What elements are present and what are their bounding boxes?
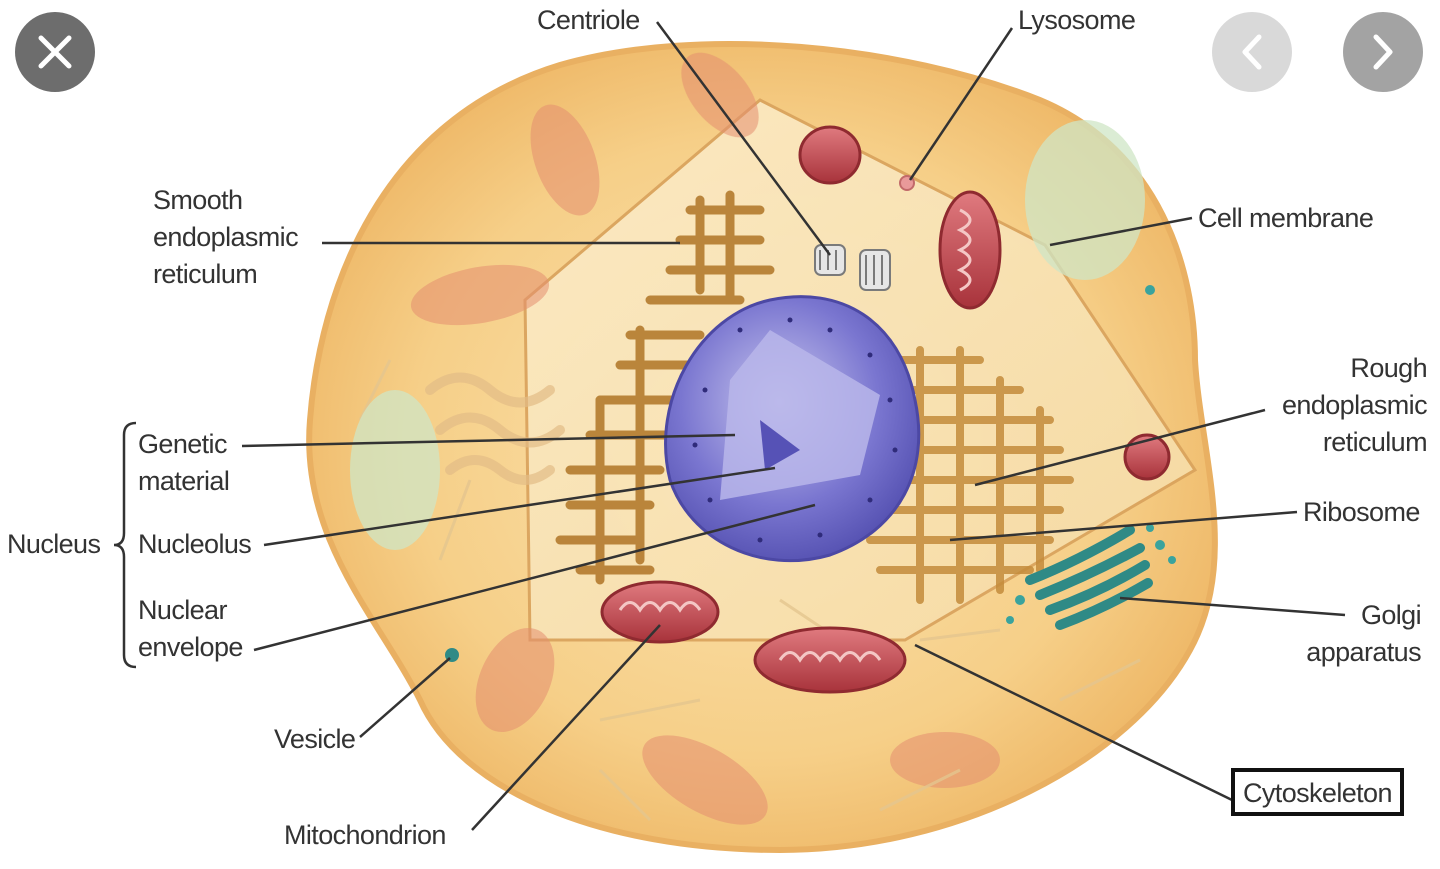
leader-vesicle (359, 657, 451, 738)
label-genetic-material-line-2: material (138, 466, 230, 496)
label-rough-er-line-2: endoplasmic (1282, 390, 1428, 420)
mitochondria-foreground (600, 125, 1171, 694)
label-golgi-line-1: Golgi (1360, 600, 1422, 630)
label-genetic-material-line-1: Genetic (138, 429, 227, 459)
leader-lines (241, 21, 1346, 831)
golgi-vesicles (1006, 285, 1176, 624)
label-smooth-er-line-2: endoplasmic (153, 222, 299, 252)
label-centriole: Centriole (537, 5, 640, 35)
rough-er-right (866, 346, 1074, 604)
label-nuclear-envelope-line-1: Nuclear (138, 595, 227, 625)
centriole-shape (814, 244, 891, 291)
close-button[interactable] (15, 12, 95, 92)
leader-rough-er (974, 408, 1266, 487)
label-nuclear-envelope-line-2: envelope (138, 632, 243, 662)
label-nucleolus: Nucleolus (138, 529, 252, 559)
label-vesicle: Vesicle (274, 724, 356, 754)
nucleus-bracket (113, 421, 137, 669)
background-mitochondria (410, 52, 1000, 825)
label-ribosome: Ribosome (1303, 497, 1420, 527)
label-nuclear-envelope: Nuclear envelope (138, 592, 243, 666)
label-lysosome: Lysosome (1018, 5, 1136, 35)
leader-genetic-material (241, 433, 736, 448)
label-rough-er-line-3: reticulum (1322, 427, 1428, 457)
label-rough-er: Rough endoplasmic reticulum (1282, 350, 1428, 461)
leader-nuclear-envelope (253, 503, 816, 652)
label-genetic-material: Genetic material (138, 426, 230, 500)
label-golgi-line-2: apparatus (1306, 637, 1421, 667)
leader-cytoskeleton (914, 643, 1233, 802)
leader-cell-membrane (1049, 216, 1193, 247)
next-button[interactable] (1343, 12, 1423, 92)
leader-lysosome (908, 27, 1014, 181)
chevron-left-icon (1242, 34, 1262, 70)
leader-mitochondrion (471, 624, 661, 831)
label-rough-er-line-1: Rough (1350, 353, 1427, 383)
label-smooth-er: Smooth endoplasmic reticulum (153, 182, 299, 293)
pale-green-organelles (350, 120, 1145, 550)
label-cell-membrane: Cell membrane (1198, 203, 1374, 233)
previous-button[interactable] (1212, 12, 1292, 92)
leader-golgi (1119, 596, 1346, 617)
cytoskeleton-filaments (358, 359, 1141, 822)
golgi-shape (1025, 525, 1153, 630)
rough-er-left (555, 190, 775, 585)
label-mitochondrion: Mitochondrion (284, 820, 446, 850)
leader-centriole (655, 21, 832, 256)
label-nucleus: Nucleus (7, 529, 101, 559)
close-icon (38, 35, 72, 69)
label-golgi: Golgi apparatus (1306, 597, 1421, 671)
mitochondria-cristae (618, 208, 972, 663)
label-smooth-er-line-1: Smooth (153, 185, 243, 215)
nucleus-shape (664, 295, 921, 563)
leader-ribosome (949, 510, 1298, 542)
nucleolus-shape (760, 420, 800, 470)
label-cytoskeleton: Cytoskeleton (1231, 768, 1404, 816)
chevron-right-icon (1373, 34, 1393, 70)
leader-nucleolus (263, 466, 776, 547)
label-smooth-er-line-3: reticulum (153, 259, 258, 289)
